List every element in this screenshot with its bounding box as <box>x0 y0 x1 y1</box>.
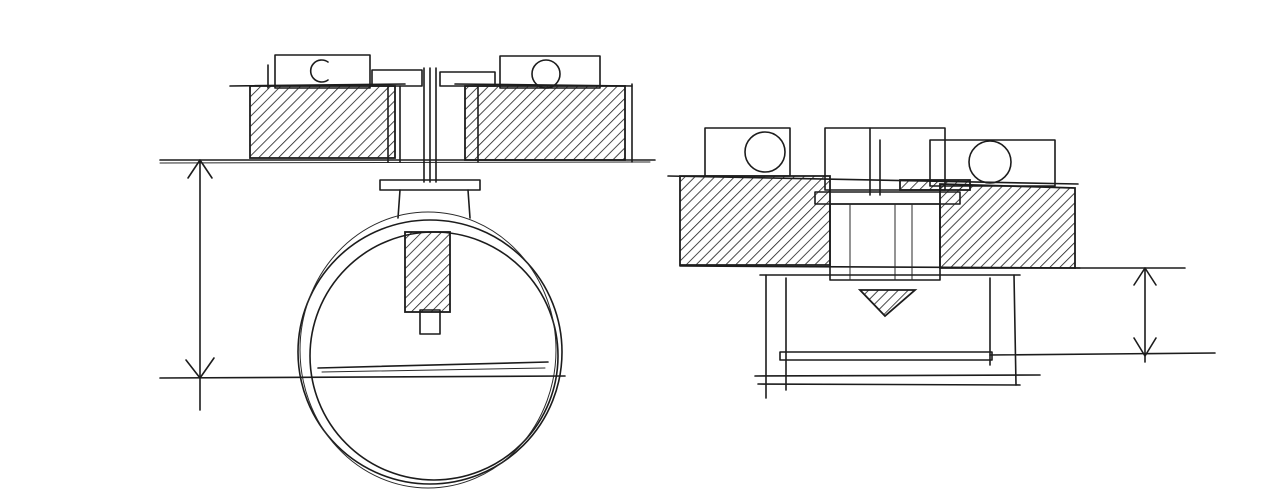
bolt-circle-icon <box>744 131 786 173</box>
right-view <box>667 127 1216 399</box>
tool-bit <box>404 231 451 313</box>
ring-outer <box>297 219 563 485</box>
bolt-circle-icon <box>968 140 1012 184</box>
flange <box>379 179 481 191</box>
left-view <box>159 54 656 489</box>
left-clamp-block <box>249 85 396 159</box>
arrow-up-icon <box>187 159 213 179</box>
cylinder <box>829 203 941 281</box>
bolt-circle-icon <box>309 59 329 83</box>
arrow-down-icon <box>1133 337 1157 357</box>
bolt-circle-icon <box>531 59 561 89</box>
right-clamp-block <box>464 85 626 161</box>
arrow-up-icon <box>1133 267 1157 286</box>
left-block <box>679 175 831 266</box>
base-plate <box>779 351 993 361</box>
flange <box>814 191 961 205</box>
left-top-box <box>274 54 371 89</box>
cone-tip <box>857 289 918 318</box>
